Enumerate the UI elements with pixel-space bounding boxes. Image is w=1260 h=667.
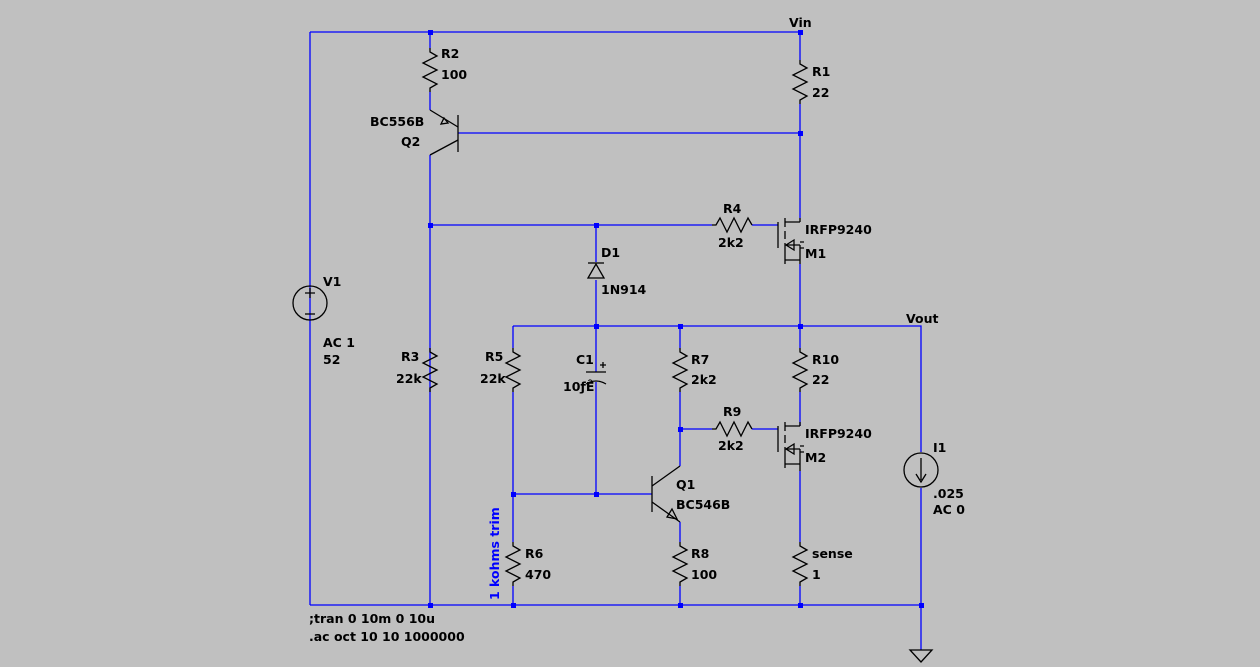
r8-value: 100 — [691, 567, 717, 582]
c1-symbol[interactable] — [585, 362, 607, 385]
i1-value: .025 — [933, 486, 964, 501]
d1-name: D1 — [601, 245, 620, 260]
m1-name: M1 — [805, 246, 826, 261]
v1-symbol[interactable] — [292, 285, 328, 321]
q2-model: BC556B — [370, 114, 424, 129]
c1-name: C1 — [576, 352, 594, 367]
r7-value: 2k2 — [691, 372, 717, 387]
junctions — [428, 30, 924, 608]
q2-symbol[interactable] — [429, 109, 459, 156]
r4-name: R4 — [723, 201, 742, 216]
c1-value: 10ƒÊ — [563, 379, 594, 394]
r5-value: 22k — [480, 371, 506, 386]
r10-symbol[interactable] — [791, 348, 809, 392]
r9-value: 2k2 — [718, 438, 744, 453]
r1-symbol[interactable] — [791, 60, 809, 104]
d1-symbol[interactable] — [586, 262, 606, 279]
v1-name: V1 — [323, 274, 341, 289]
r3-name: R3 — [401, 349, 419, 364]
r9-symbol[interactable] — [712, 420, 753, 438]
m1-model: IRFP9240 — [805, 222, 872, 237]
sense-name: sense — [812, 546, 853, 561]
r1-value: 22 — [812, 85, 829, 100]
q1-name: Q1 — [676, 477, 695, 492]
i1-name: I1 — [933, 440, 946, 455]
r7-name: R7 — [691, 352, 709, 367]
v1-ac: AC 1 — [323, 335, 355, 350]
r2-value: 100 — [441, 67, 467, 82]
q2-name: Q2 — [401, 134, 420, 149]
net-vin-label: Vin — [789, 15, 812, 30]
r6-value: 470 — [525, 567, 551, 582]
m2-model: IRFP9240 — [805, 426, 872, 441]
r5-symbol[interactable] — [504, 348, 522, 392]
m2-name: M2 — [805, 450, 826, 465]
r9-name: R9 — [723, 404, 741, 419]
m1-symbol[interactable] — [777, 218, 804, 264]
net-vout-label: Vout — [906, 311, 938, 326]
r5-name: R5 — [485, 349, 503, 364]
r3-symbol[interactable] — [421, 348, 439, 392]
r4-value: 2k2 — [718, 235, 744, 250]
r3-value: 22k — [396, 371, 422, 386]
r2-name: R2 — [441, 46, 459, 61]
r8-symbol[interactable] — [671, 542, 689, 586]
r6-symbol[interactable] — [504, 542, 522, 586]
r10-name: R10 — [812, 352, 839, 367]
r7-symbol[interactable] — [671, 348, 689, 392]
sense-value: 1 — [812, 567, 821, 582]
i1-symbol[interactable] — [903, 452, 939, 488]
q1-model: BC546B — [676, 497, 730, 512]
r2-symbol[interactable] — [421, 48, 439, 92]
r8-name: R8 — [691, 546, 709, 561]
ground-symbol[interactable] — [908, 649, 934, 663]
sense-symbol[interactable] — [791, 542, 809, 586]
d1-model: 1N914 — [601, 282, 647, 297]
r4-symbol[interactable] — [712, 216, 753, 234]
r6-name: R6 — [525, 546, 544, 561]
i1-ac: AC 0 — [933, 502, 965, 517]
wires — [309, 31, 922, 650]
r10-value: 22 — [812, 372, 829, 387]
m2-symbol[interactable] — [777, 422, 804, 471]
ac-directive[interactable]: .ac oct 10 10 1000000 — [309, 629, 465, 644]
r6-trim-note: 1 kohms trim — [487, 507, 502, 600]
q1-symbol[interactable] — [651, 465, 681, 523]
r1-name: R1 — [812, 64, 830, 79]
tran-directive[interactable]: ;tran 0 10m 0 10u — [309, 611, 435, 626]
v1-value: 52 — [323, 352, 340, 367]
